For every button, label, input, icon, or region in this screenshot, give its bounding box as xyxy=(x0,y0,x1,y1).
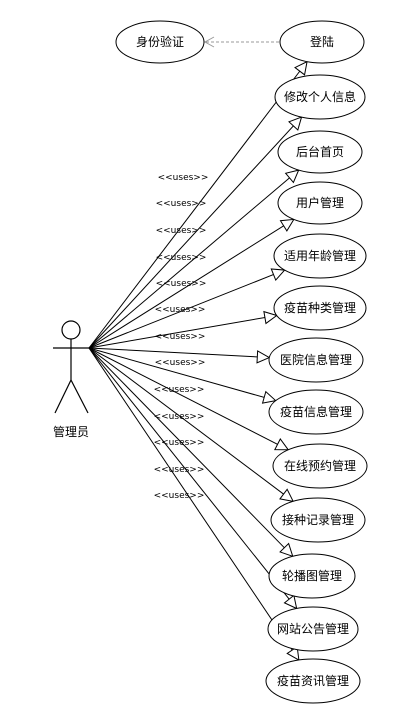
association-arrow-head xyxy=(261,390,277,404)
use-case-label: 登陆 xyxy=(310,34,334,49)
association-line xyxy=(88,347,294,557)
association-line xyxy=(88,347,289,451)
use-case-ellipse[interactable] xyxy=(274,74,366,120)
use-case-edit-info[interactable]: 修改个人信息 xyxy=(274,74,366,120)
association-arrow-head xyxy=(284,169,300,184)
association-arrow-head xyxy=(270,268,286,282)
use-case-notice-mgmt[interactable]: 网站公告管理 xyxy=(267,606,359,652)
association-arrow-head xyxy=(294,60,308,76)
include-relationship xyxy=(203,36,279,48)
use-case-label: 疫苗种类管理 xyxy=(284,300,356,315)
association-arrow-head xyxy=(279,218,295,232)
use-case-ellipse[interactable] xyxy=(279,20,365,64)
actor-admin[interactable]: 管理员 xyxy=(53,320,89,439)
association-line xyxy=(88,169,300,349)
uses-label: <<uses>> xyxy=(155,332,206,342)
use-case-ellipse[interactable] xyxy=(272,443,368,489)
use-case-label: 接种记录管理 xyxy=(282,512,354,527)
use-case-ellipse[interactable] xyxy=(268,553,356,599)
use-case-identity-verification[interactable]: 身份验证 xyxy=(115,20,205,64)
use-case-age-mgmt[interactable]: 适用年龄管理 xyxy=(273,233,367,279)
association-arrow-head xyxy=(288,116,303,131)
use-case-login[interactable]: 登陆 xyxy=(279,20,365,64)
use-case-carousel-mgmt[interactable]: 轮播图管理 xyxy=(268,553,356,599)
association-line xyxy=(88,269,285,349)
use-case-label: 身份验证 xyxy=(136,34,184,49)
association-arrow-head xyxy=(279,488,295,503)
uses-label: <<uses>> xyxy=(158,173,209,183)
use-case-ellipse[interactable] xyxy=(268,389,364,435)
use-case-ellipse[interactable] xyxy=(265,658,361,704)
association-arrow-head xyxy=(274,438,290,451)
use-case-label: 网站公告管理 xyxy=(277,621,349,636)
use-case-vaccine-news-mgmt[interactable]: 疫苗资讯管理 xyxy=(265,658,361,704)
use-case-ellipse[interactable] xyxy=(115,20,205,64)
use-case-ellipse[interactable] xyxy=(268,337,364,383)
association-line xyxy=(88,347,300,661)
use-case-label: 医院信息管理 xyxy=(280,352,352,367)
actor-name: 管理员 xyxy=(53,424,89,439)
association-line xyxy=(88,314,277,349)
association-arrow-head xyxy=(283,594,298,610)
use-case-ellipse[interactable] xyxy=(273,285,367,331)
association-line xyxy=(88,347,294,502)
use-cases: 登陆修改个人信息后台首页用户管理适用年龄管理疫苗种类管理医院信息管理疫苗信息管理… xyxy=(265,20,368,704)
uses-label: <<uses>> xyxy=(156,226,207,236)
uses-label: <<uses>> xyxy=(154,491,205,501)
use-case-label: 疫苗信息管理 xyxy=(280,404,352,419)
use-case-label: 疫苗资讯管理 xyxy=(277,673,349,688)
association-arrow-head xyxy=(286,645,300,661)
use-case-ellipse[interactable] xyxy=(277,181,363,225)
uses-label: <<uses>> xyxy=(155,358,206,368)
use-case-label: 适用年龄管理 xyxy=(284,248,356,263)
uses-label: <<uses>> xyxy=(154,438,205,448)
use-case-reservation-mgmt[interactable]: 在线预约管理 xyxy=(272,443,368,489)
association-line xyxy=(88,347,270,359)
use-case-ellipse[interactable] xyxy=(267,606,359,652)
uses-label: <<uses>> xyxy=(155,305,206,315)
association-line xyxy=(88,61,308,349)
association-line xyxy=(88,219,295,349)
association-line xyxy=(88,347,298,609)
use-case-ellipse[interactable] xyxy=(277,130,363,174)
association-lines xyxy=(88,60,308,661)
uses-label: <<uses>> xyxy=(154,465,205,475)
use-case-hospital-mgmt[interactable]: 医院信息管理 xyxy=(268,337,364,383)
include-arrow-head xyxy=(203,36,215,48)
uses-label: <<uses>> xyxy=(156,253,207,263)
uses-label: <<uses>> xyxy=(154,412,205,422)
association-line xyxy=(88,347,276,402)
uses-label: <<uses>> xyxy=(156,279,207,289)
use-case-ellipse[interactable] xyxy=(270,497,366,543)
association-arrow-head xyxy=(263,310,278,325)
use-case-backend-home[interactable]: 后台首页 xyxy=(277,130,363,174)
actor-right-leg xyxy=(70,379,89,414)
use-case-label: 轮播图管理 xyxy=(282,568,342,583)
uses-label: <<uses>> xyxy=(156,199,207,209)
use-case-ellipse[interactable] xyxy=(273,233,367,279)
use-case-vaccination-record-mgmt[interactable]: 接种记录管理 xyxy=(270,497,366,543)
association-arrow-head xyxy=(279,542,294,558)
association-arrow-head xyxy=(256,350,271,364)
use-case-label: 修改个人信息 xyxy=(284,89,356,104)
actor-left-leg xyxy=(54,379,72,414)
use-case-label: 用户管理 xyxy=(296,195,344,210)
use-case-label: 后台首页 xyxy=(296,144,344,159)
association-line xyxy=(88,116,302,349)
use-case-vaccine-info-mgmt[interactable]: 疫苗信息管理 xyxy=(268,389,364,435)
uses-label: <<uses>> xyxy=(154,385,205,395)
uses-labels: <<uses>> <<uses>> <<uses>> <<uses>> <<uses>>… xyxy=(154,173,209,501)
actor-head xyxy=(61,320,81,340)
use-case-label: 在线预约管理 xyxy=(284,458,356,473)
use-case-user-mgmt[interactable]: 用户管理 xyxy=(277,181,363,225)
use-case-vaccine-type-mgmt[interactable]: 疫苗种类管理 xyxy=(273,285,367,331)
